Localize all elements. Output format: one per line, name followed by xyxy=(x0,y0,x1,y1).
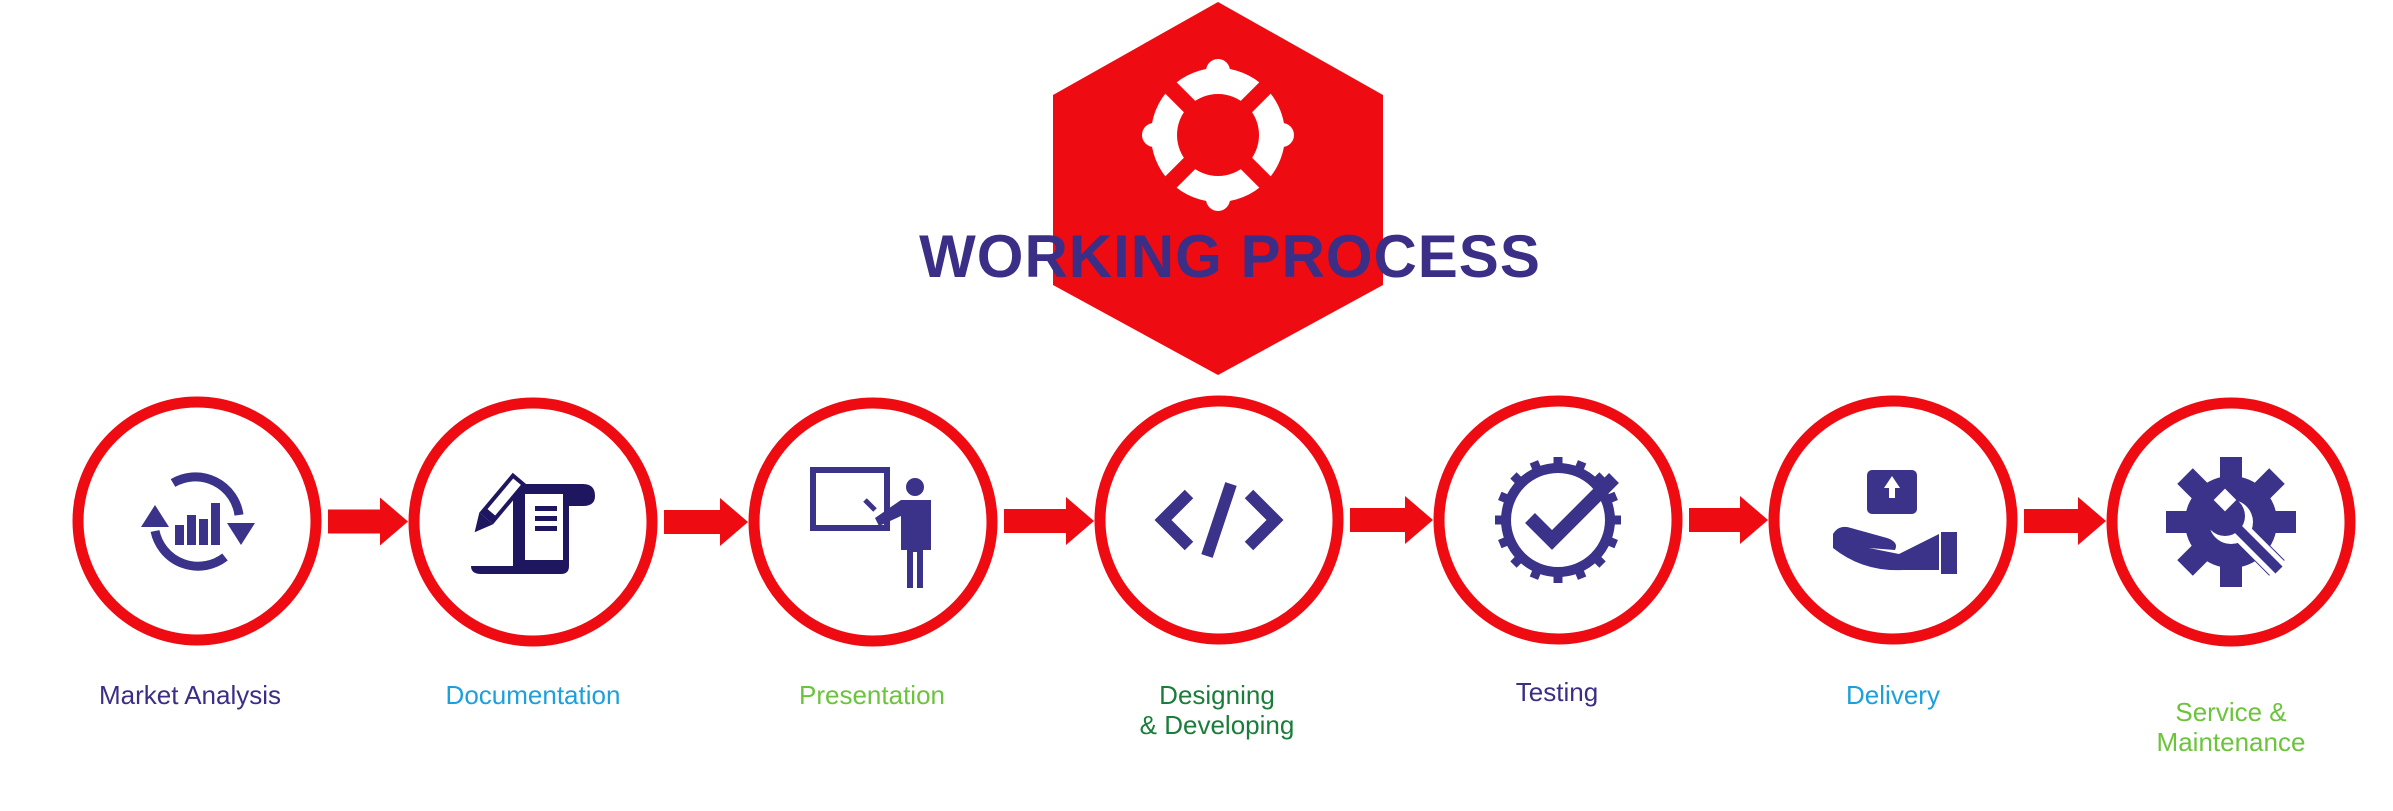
steps-group xyxy=(72,395,2356,647)
step-label-line: Market Analysis xyxy=(98,680,282,710)
step-circle-1 xyxy=(72,396,322,646)
step-label-1: Market Analysis xyxy=(40,680,340,710)
step-circle-7 xyxy=(2106,397,2356,647)
flow-arrow-4 xyxy=(1350,496,1433,544)
step-circle-4 xyxy=(1094,395,1344,645)
flow-arrow-2 xyxy=(664,498,748,546)
step-circle-6 xyxy=(1768,395,2018,645)
arrows-group xyxy=(328,496,2106,546)
gear-check-icon xyxy=(1495,457,1621,583)
step-label-line: Designing xyxy=(1159,680,1275,710)
step-label-line: Presentation xyxy=(799,680,945,710)
step-circle-2 xyxy=(408,397,658,647)
step-label-line: Testing xyxy=(1515,677,1599,707)
presenter-board-icon xyxy=(810,467,931,588)
flow-arrow-3 xyxy=(1004,497,1094,545)
step-label-6: Delivery xyxy=(1743,680,2043,710)
flow-arrow-1 xyxy=(328,497,408,546)
step-label-line: Service & xyxy=(2175,697,2287,727)
step-label-line: & Developing xyxy=(1139,710,1295,740)
flow-arrow-5 xyxy=(1689,496,1768,544)
step-circle-5 xyxy=(1433,395,1683,645)
step-label-3: Presentation xyxy=(722,680,1022,710)
document-pen-icon xyxy=(471,472,595,574)
step-circle-3 xyxy=(748,397,998,647)
step-label-line: Delivery xyxy=(1846,680,1940,710)
flow-arrow-6 xyxy=(2024,497,2106,545)
code-icon xyxy=(1154,482,1284,558)
page-title: WORKING PROCESS xyxy=(919,223,1541,290)
step-label-2: Documentation xyxy=(383,680,683,710)
step-label-line: Maintenance xyxy=(2156,727,2306,757)
step-label-5: Testing xyxy=(1407,677,1707,707)
step-label-line: Documentation xyxy=(445,680,621,710)
hand-package-icon xyxy=(1833,470,1957,574)
lifebuoy-icon xyxy=(1142,59,1294,211)
gear-wrench-icon xyxy=(2166,457,2296,587)
step-label-4: Designing& Developing xyxy=(1067,680,1367,740)
step-label-7: Service &Maintenance xyxy=(2081,697,2381,757)
analytics-cycle-icon xyxy=(141,472,255,571)
